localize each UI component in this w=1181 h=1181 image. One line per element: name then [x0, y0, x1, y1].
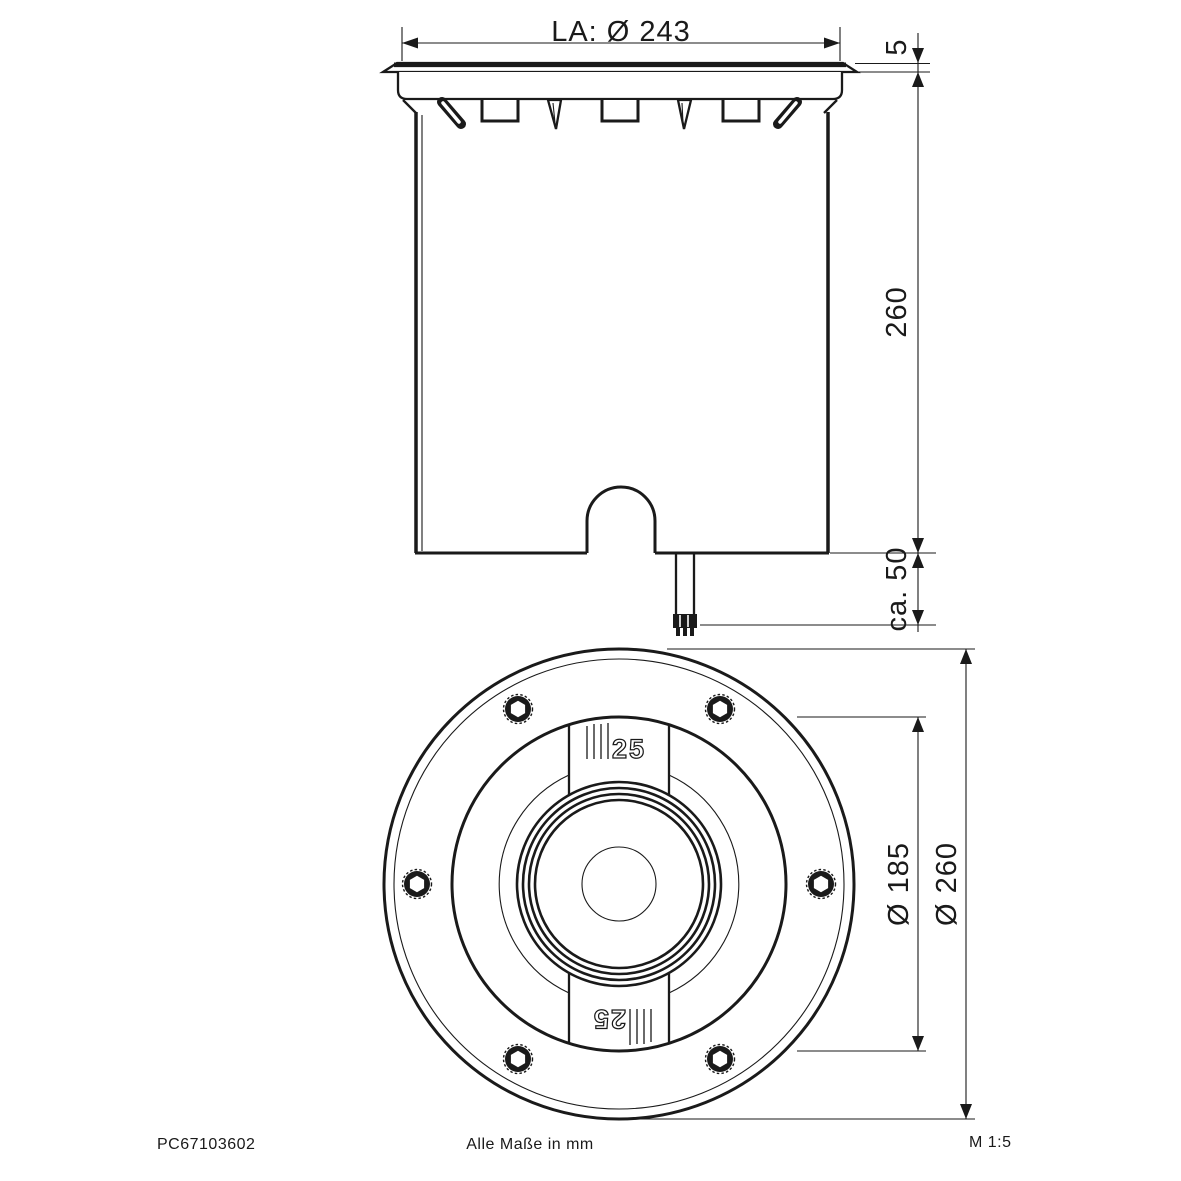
- units-note: Alle Maße in mm: [466, 1136, 594, 1153]
- rim-inner-edge-circle: [393, 658, 845, 1110]
- inner-flange-circle: [450, 715, 788, 1053]
- spike-clip-core: [681, 102, 684, 124]
- side-view: 5 260 ca. 50 LA: Ø 243: [379, 16, 936, 636]
- gland-size-label-bottom: 25: [592, 1004, 626, 1034]
- tab-clip: [721, 100, 761, 123]
- inner-edge-arc-left: [498, 774, 570, 994]
- diagonal-clip-right-core: [778, 101, 798, 124]
- diagonal-clip-left-core: [441, 101, 461, 124]
- body-depth-dimension-label: 260: [881, 286, 913, 337]
- retention-clips: [402, 97, 838, 130]
- side-dimension-chain: [700, 33, 936, 632]
- gland-band-edges-bottom: [567, 973, 671, 1043]
- title-block: PC67103602 Alle Maße in mm M 1:5: [157, 1134, 1012, 1153]
- collar-profile: [396, 72, 844, 101]
- gland-hatch-top: [586, 723, 609, 759]
- cable-notch-arch: [585, 485, 657, 553]
- arrowhead-up: [960, 649, 972, 664]
- arrowhead-up: [912, 553, 924, 568]
- corner-clip-left: [402, 99, 417, 114]
- cable-wire-end: [676, 628, 680, 636]
- tab-clip: [600, 100, 640, 123]
- cutout-dimension-label: LA: Ø 243: [551, 16, 691, 48]
- groove-ring: [527, 792, 711, 976]
- cable-length-dimension-label: ca. 50: [881, 547, 913, 632]
- outer-rim-circle: [382, 647, 856, 1121]
- arrowhead-down: [912, 538, 924, 553]
- arrowhead-down: [912, 610, 924, 625]
- groove-ring: [521, 786, 717, 982]
- gland-hatch-bottom: [629, 1009, 652, 1045]
- arrowhead-left: [402, 37, 418, 49]
- hex-bolt: [502, 1043, 534, 1075]
- arrowhead-down: [912, 48, 924, 63]
- center-hole-circle: [581, 846, 657, 922]
- spike-clip-core: [552, 102, 556, 124]
- plan-dimension-chain: Ø 185 Ø 260: [597, 648, 975, 1120]
- arrowhead-up: [912, 72, 924, 87]
- inner-edge-arc-right: [668, 774, 740, 994]
- gland-bottom-group: 25: [591, 1003, 652, 1045]
- gland-size-label-top: 25: [612, 734, 646, 764]
- hex-bolt: [704, 693, 736, 725]
- arrowhead-right: [824, 37, 840, 49]
- flange-height-dimension-label: 5: [881, 38, 913, 55]
- tab-clip: [480, 100, 520, 123]
- arrowhead-down: [912, 1036, 924, 1051]
- cable-connector: [673, 614, 697, 628]
- inner-diameter-dimension-label: Ø 185: [883, 842, 915, 926]
- cable-wire-end: [683, 628, 687, 636]
- corner-clip-right: [823, 99, 838, 114]
- spike-clip: [676, 98, 693, 130]
- arrowhead-down: [960, 1104, 972, 1119]
- groove-ring: [515, 780, 723, 988]
- hex-bolt: [502, 693, 534, 725]
- cable-connector-stripes: [679, 615, 689, 627]
- hex-bolt: [401, 868, 433, 900]
- scale-label: M 1:5: [969, 1134, 1012, 1151]
- gland-band-edges-top: [567, 725, 671, 795]
- plan-view: 25 25: [382, 647, 975, 1121]
- cable-wire-end: [690, 628, 694, 636]
- cable-assembly: [673, 554, 697, 636]
- arrowhead-up: [912, 717, 924, 732]
- hex-bolts: [401, 693, 837, 1075]
- part-number: PC67103602: [157, 1136, 255, 1153]
- hex-bolt: [704, 1043, 736, 1075]
- outer-diameter-dimension-label: Ø 260: [931, 842, 963, 926]
- hex-bolt: [805, 868, 837, 900]
- gland-band: 25 25: [567, 723, 671, 1045]
- groove-ring: [533, 798, 705, 970]
